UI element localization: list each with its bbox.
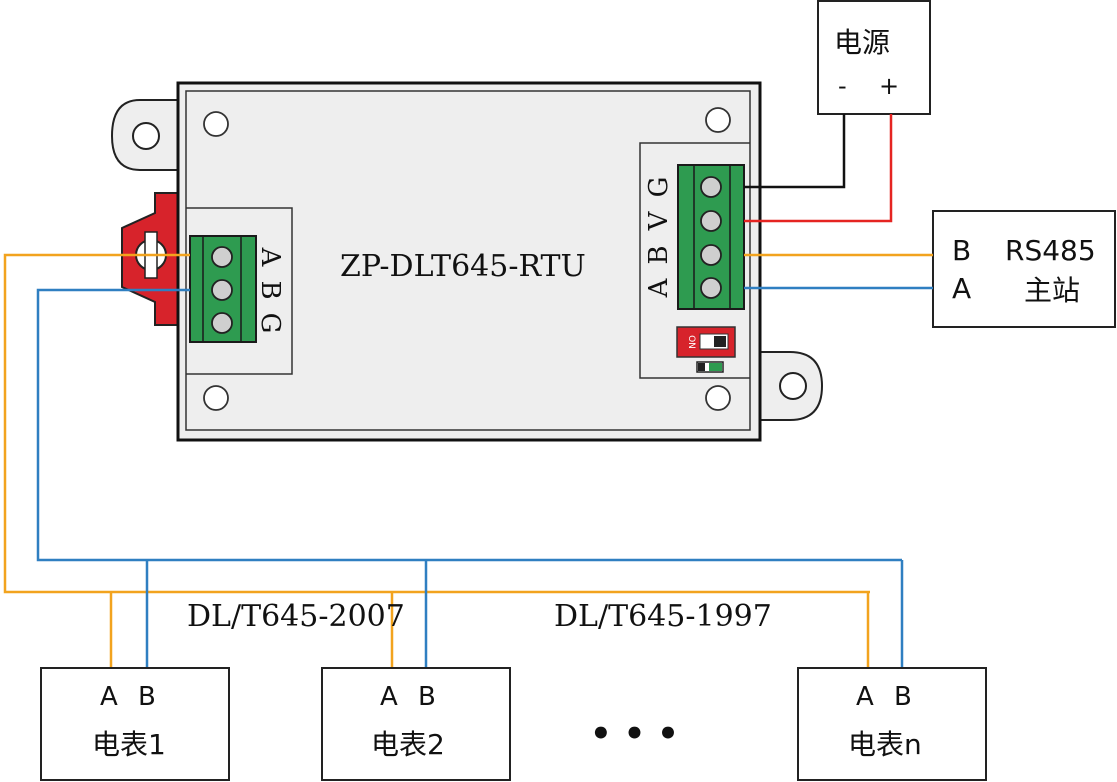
meter2-a-label: A — [380, 682, 398, 712]
module-model-label: ZP-DLT645-RTU — [340, 249, 586, 284]
left-terminal-recess — [186, 207, 293, 375]
screw-top-left — [203, 111, 229, 137]
protocol-label-1997: DL/T645-1997 — [554, 599, 772, 634]
right-label-g: G — [644, 177, 674, 198]
dip-switch-on-label: ON — [686, 335, 696, 349]
meter-box-1 — [40, 667, 230, 781]
meter3-a-label: A — [856, 682, 874, 712]
rs485-master-box — [932, 210, 1116, 328]
power-plus-label: + — [879, 72, 899, 100]
led-indicator-dark — [698, 363, 705, 371]
mounting-hole-ear-top-left — [132, 122, 160, 150]
meter-bus-b — [36, 288, 902, 562]
right-terminal-screw-b — [700, 244, 722, 266]
meter1-a-label: A — [100, 682, 118, 712]
right-terminal-recess — [639, 142, 750, 379]
screw-bottom-right — [705, 385, 731, 411]
right-terminal-screw-a — [700, 277, 722, 299]
meter3-name: 电表n — [848, 728, 922, 761]
power-wire-negative — [744, 114, 846, 189]
left-terminal-screw-b — [211, 279, 233, 301]
power-minus-label: - — [838, 72, 847, 100]
left-label-b: B — [255, 280, 285, 299]
led-indicator-green — [709, 363, 722, 371]
left-label-g: G — [255, 313, 285, 334]
power-supply-box — [817, 0, 931, 115]
right-terminal-screw-g — [700, 176, 722, 198]
right-terminal-screw-v — [700, 210, 722, 232]
module-panel — [185, 90, 751, 431]
meter-bus-a — [3, 253, 870, 594]
meter1-name: 电表1 — [92, 728, 166, 761]
master-b-label: B — [952, 234, 971, 267]
master-title-station: 主站 — [1024, 274, 1080, 307]
right-label-v: V — [644, 210, 674, 231]
master-a-label: A — [952, 272, 971, 305]
meter1-b-label: B — [138, 682, 156, 712]
power-supply-title: 电源 — [834, 26, 890, 59]
left-terminal-screw-g — [211, 312, 233, 334]
left-terminal-screw-a — [211, 246, 233, 268]
meter-box-n — [797, 667, 987, 781]
left-label-a: A — [255, 247, 285, 268]
master-title-rs485: RS485 — [1005, 234, 1096, 267]
screw-bottom-left — [203, 385, 229, 411]
meter2-b-label: B — [418, 682, 436, 712]
right-label-b: B — [644, 245, 674, 264]
power-wire-positive — [744, 114, 893, 223]
dip-switch-lever — [714, 336, 726, 347]
meter3-b-label: B — [894, 682, 912, 712]
mounting-hole-ear-bottom-right — [779, 372, 807, 400]
screw-top-right — [705, 107, 731, 133]
meters-ellipsis: • • • — [590, 714, 679, 754]
meter-box-2 — [321, 667, 511, 781]
meter2-name: 电表2 — [371, 728, 445, 761]
right-label-a: A — [644, 277, 674, 298]
protocol-label-2007: DL/T645-2007 — [187, 599, 405, 634]
